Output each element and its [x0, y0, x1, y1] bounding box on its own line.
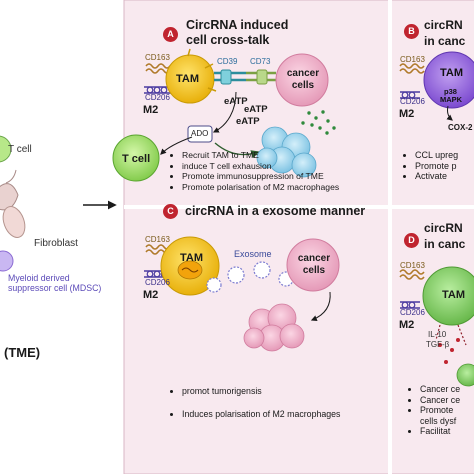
cd163-receptor-icon [145, 244, 171, 250]
panel-c-m2: M2 [143, 289, 159, 301]
panel-c-graphics [144, 236, 340, 352]
tcell-cell [112, 134, 160, 182]
panel-a-cancer-label: cancer cells [286, 68, 320, 91]
panel-d-il10: IL-10 [428, 330, 447, 339]
panel-c-bullets: promot tumorigensis Induces polarisation… [172, 386, 340, 419]
panel-b-cd163: CD163 [400, 55, 425, 64]
left-mdsc-label: Myeloid derived suppressor cell (MDSC) [8, 273, 102, 294]
left-mdsc-cell [0, 250, 14, 272]
panel-a-eatp-1: eATP [224, 96, 248, 107]
panel-b-p38: p38 [444, 87, 457, 96]
blue-cell-cluster [256, 126, 317, 178]
bullet-item: induce T cell exhausion [182, 161, 339, 172]
panel-a-badge: A [163, 27, 178, 42]
eatp-arrow [212, 91, 237, 133]
panel-c-cd163: CD163 [145, 235, 170, 244]
panel-a-eatp-3: eATP [236, 116, 260, 127]
panel-b-cox2: COX-2 [448, 123, 473, 132]
pink-cell-cluster [243, 303, 305, 352]
panel-a-cd39: CD39 [217, 57, 238, 66]
panel-a-cd206: CD206 [145, 93, 170, 102]
panel-c-title: circRNA in a exosome manner [185, 204, 366, 218]
panel-a-cd73: CD73 [250, 57, 271, 66]
panel-d-tam-label: TAM [442, 289, 466, 301]
bullet-item: cells dysf [420, 415, 457, 426]
bullet-item: Cancer ce [420, 395, 460, 406]
panel-a-tcell-label: T cell [122, 153, 151, 165]
panel-c-cancer-label: cancer cells [297, 253, 331, 276]
panel-d-bullets: Cancer ce Cancer ce Promote cells dysf F… [410, 384, 460, 437]
left-fibroblast-label: Fibroblast [34, 238, 78, 249]
panel-d-graphics [399, 266, 474, 387]
bullet-item: promot tumorigensis [182, 386, 340, 397]
cd163-receptor-icon [399, 63, 425, 69]
panel-b-badge: B [404, 24, 419, 39]
ado-box [187, 125, 213, 143]
bullet-item: Recruit TAM to TME [182, 150, 339, 161]
panel-d-m2: M2 [399, 319, 415, 331]
panel-a-graphics [112, 48, 336, 182]
left-tme-label: (TME) [4, 345, 41, 360]
tam-cell-d [422, 266, 474, 326]
panel-b-cd206: CD206 [400, 97, 425, 106]
bullet-item: Promote [420, 405, 460, 416]
panel-c-tam-label: TAM [180, 252, 204, 264]
left-fibroblast-cell [0, 183, 19, 211]
panel-a-cd163: CD163 [145, 53, 170, 62]
panel-b-title: circRN [424, 18, 463, 32]
panel-a-ado: ADO [191, 129, 209, 138]
panel-a-tam-label: TAM [176, 73, 200, 85]
curved-arrow [310, 291, 331, 322]
left-tcell-cell [0, 135, 12, 163]
panel-d-title-2: in canc [424, 237, 466, 251]
panel-c-cd206: CD206 [145, 278, 170, 287]
bullet-item: Cancer ce [420, 384, 460, 395]
bullet-item: Promote immunosuppression of TME [182, 171, 339, 182]
panel-a-m2: M2 [143, 104, 159, 116]
panel-d-cd163: CD163 [400, 261, 425, 270]
left-tcell-label: T cell [8, 144, 32, 155]
left-fibroblast-cell-2 [2, 206, 26, 238]
bullet-item: Induces polarisation of M2 macrophages [182, 409, 340, 420]
panel-d-title: circRN [424, 221, 463, 235]
bullet-item: Promote p [415, 161, 458, 172]
green-arrow [214, 142, 260, 159]
panel-d-tgfb: TGF-β [426, 340, 450, 349]
cancer-cell [275, 53, 329, 107]
green-cell-small [456, 363, 474, 387]
mapk-arrow [446, 105, 453, 121]
panel-b-title-2: in canc [424, 34, 466, 48]
cd163-receptor-icon [399, 269, 425, 275]
panel-a-title: CircRNA induced cell cross-talk [186, 18, 289, 48]
panel-d-badge: D [404, 233, 419, 248]
panel-d-cd206: CD206 [400, 308, 425, 317]
bullet-item: CCL upreg [415, 150, 458, 161]
panel-a-bullets: Recruit TAM to TME induce T cell exhausi… [172, 150, 339, 192]
bullet-item: Facilitat [420, 426, 460, 437]
cd206-receptor-icon [400, 301, 420, 309]
panel-b-tam-label: TAM [440, 67, 464, 79]
panel-c-exosome-label: Exosome [234, 249, 272, 259]
panel-b-m2: M2 [399, 108, 415, 120]
tam-cell-b [423, 51, 474, 109]
panel-a-eatp-2: eATP [244, 104, 268, 115]
left-tme-illustration [0, 135, 117, 272]
panel-b-mapk: MAPK [440, 95, 463, 104]
panel-c-badge: C [163, 204, 178, 219]
panel-b-bullets: CCL upreg Promote p Activate [405, 150, 458, 182]
panel-b-graphics [399, 51, 474, 121]
cancer-cell-c [286, 238, 340, 292]
ado-to-tcell-arrow [160, 136, 193, 155]
bullet-item: Promote polarisation of M2 macrophages [182, 182, 339, 193]
cd206-receptor-icon [400, 91, 420, 99]
bullet-item: Activate [415, 171, 458, 182]
